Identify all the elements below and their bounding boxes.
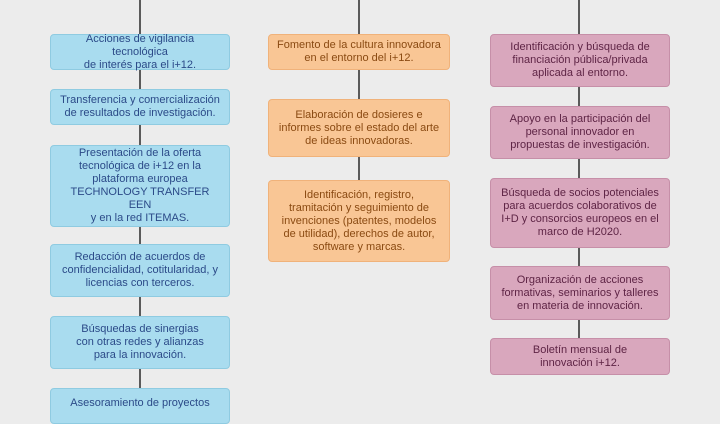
left-box-sinergias: Búsquedas de sinergias con otras redes y… <box>50 316 230 369</box>
right-box-socios: Búsqueda de socios potenciales para acue… <box>490 178 670 248</box>
middle-box-invenciones: Identificación, registro, tramitación y … <box>268 180 450 262</box>
left-box-vigilancia: Acciones de vigilancia tecnológica de in… <box>50 33 230 71</box>
right-box-boletin: Boletín mensual de innovación i+12. <box>490 338 670 375</box>
left-box-oferta-tecnologica: Presentación de la oferta tecnológica de… <box>50 145 230 227</box>
right-box-formacion: Organización de acciones formativas, sem… <box>490 266 670 320</box>
right-box-apoyo: Apoyo en la participación del personal i… <box>490 106 670 159</box>
right-connector-line <box>578 0 580 350</box>
left-box-transferencia: Transferencia y comercialización de resu… <box>50 89 230 125</box>
right-box-financiacion: Identificación y búsqueda de financiació… <box>490 34 670 87</box>
left-box-acuerdos: Redacción de acuerdos de confidencialida… <box>50 244 230 297</box>
left-box-asesoramiento: Asesoramiento de proyectos <box>50 388 230 424</box>
middle-box-dosieres: Elaboración de dosieres e informes sobre… <box>268 99 450 157</box>
middle-box-fomento: Fomento de la cultura innovadora en el e… <box>268 34 450 70</box>
